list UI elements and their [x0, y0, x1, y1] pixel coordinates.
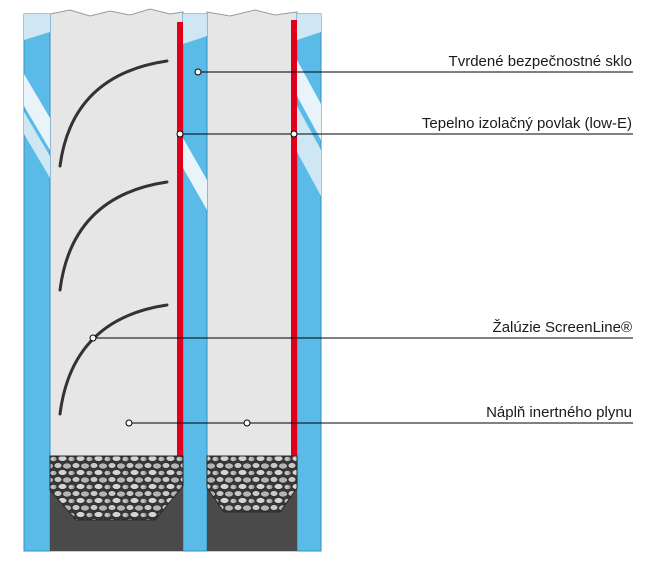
callout-dot [125, 419, 133, 427]
callout-dot [194, 68, 202, 76]
callout-dot [176, 130, 184, 138]
label-tempered-glass: Tvrdené bezpečnostné sklo [449, 53, 632, 70]
label-low-e-coating: Tepelno izolačný povlak (low-E) [422, 115, 632, 132]
spacer-right [206, 455, 298, 551]
leader-lines [89, 68, 633, 427]
label-gas-fill: Náplň inertného plynu [486, 404, 632, 421]
label-blinds: Žalúzie ScreenLine® [493, 319, 632, 336]
callout-dot [243, 419, 251, 427]
spacer-left [49, 455, 184, 551]
callout-dot [290, 130, 298, 138]
glass-pane-inner [296, 13, 322, 552]
callout-dot [89, 334, 97, 342]
glass-pane-middle [182, 13, 208, 552]
blind-slat [58, 180, 169, 292]
glass-pane-outer [23, 13, 51, 552]
low-e-coating-right [291, 20, 297, 456]
blind-slat [58, 59, 169, 168]
low-e-coating-left [177, 22, 183, 456]
